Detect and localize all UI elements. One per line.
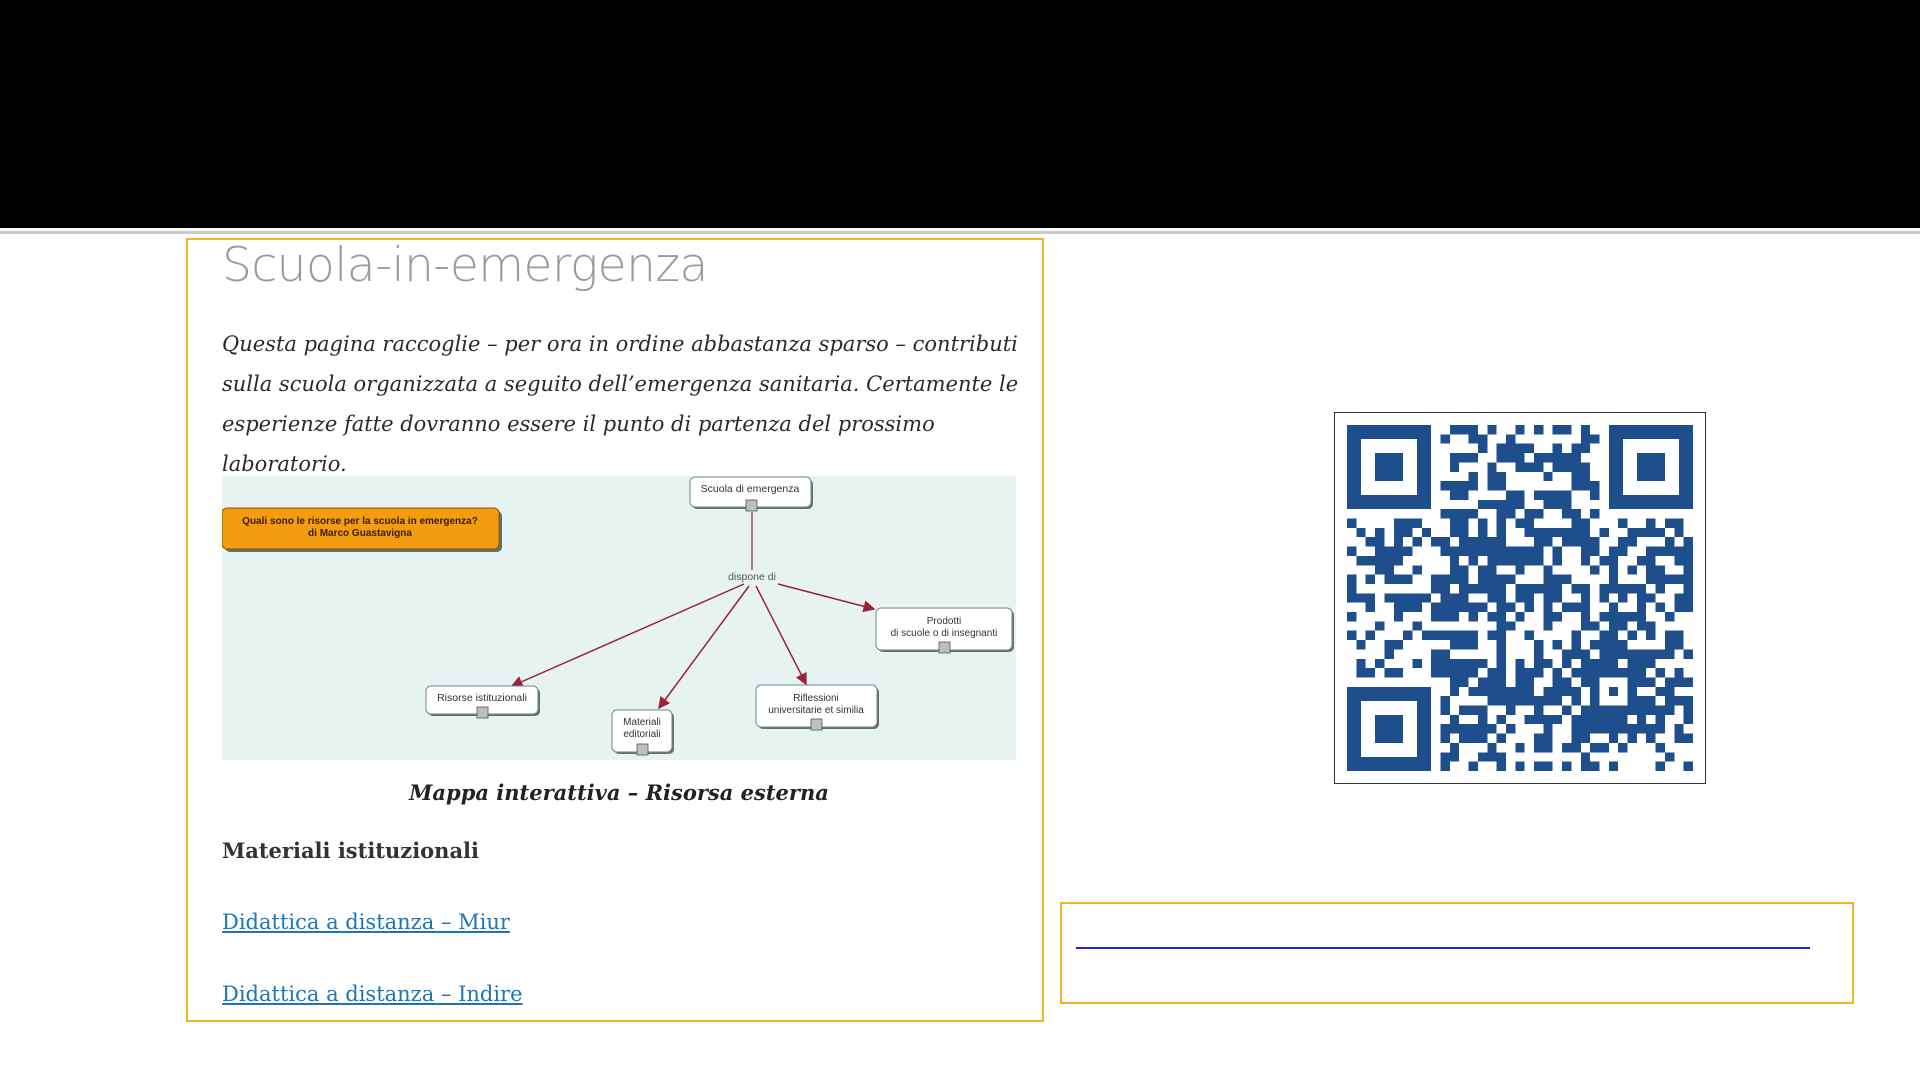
map-caption: Mappa interattiva – Risorsa esterna — [409, 780, 829, 805]
map-banner-line1: Quali sono le risorse per la scuola in e… — [242, 516, 478, 527]
map-banner-line2: di Marco Guastavigna — [308, 528, 412, 539]
resource-icon — [476, 706, 489, 719]
link-didattica-miur[interactable]: Didattica a distanza – Miur — [222, 910, 510, 934]
map-relation-label: dispone di — [728, 571, 776, 583]
page-title: Scuola-in-emergenza — [222, 238, 708, 293]
map-node-prodotti-line2: di scuole o di insegnanti — [891, 628, 998, 639]
map-node-materiali-line2: editoriali — [623, 729, 660, 740]
map-banner — [222, 507, 500, 550]
qr-code — [1334, 412, 1706, 784]
resource-icon — [810, 718, 823, 731]
resource-icon — [636, 743, 649, 756]
map-node-root-label: Scuola di emergenza — [701, 483, 800, 495]
map-node-prodotti-line1: Prodotti — [927, 616, 961, 627]
map-node-materiali-line1: Materiali — [623, 717, 661, 728]
link-underline — [1076, 947, 1810, 949]
resource-icon — [938, 641, 951, 654]
top-divider — [0, 231, 1920, 234]
map-node-riflessioni-line2: universitarie et similia — [768, 705, 864, 716]
link-didattica-indire[interactable]: Didattica a distanza – Indire — [222, 982, 523, 1006]
concept-map-diagram: Quali sono le risorse per la scuola in e… — [222, 476, 1014, 756]
concept-map[interactable]: Quali sono le risorse per la scuola in e… — [222, 476, 1016, 760]
webpage-screenshot-panel: Scuola-in-emergenza Questa pagina raccog… — [186, 238, 1044, 1022]
top-black-bar — [0, 0, 1920, 228]
qr-code-icon — [1347, 425, 1693, 771]
intro-paragraph: Questa pagina raccoglie – per ora in ord… — [222, 332, 1019, 476]
map-node-riflessioni-line1: Riflessioni — [793, 693, 839, 704]
section-heading: Materiali istituzionali — [222, 838, 480, 863]
map-node-risorse-label: Risorse istituzionali — [437, 692, 527, 704]
link-box[interactable] — [1060, 902, 1854, 1004]
resource-icon — [745, 499, 758, 512]
